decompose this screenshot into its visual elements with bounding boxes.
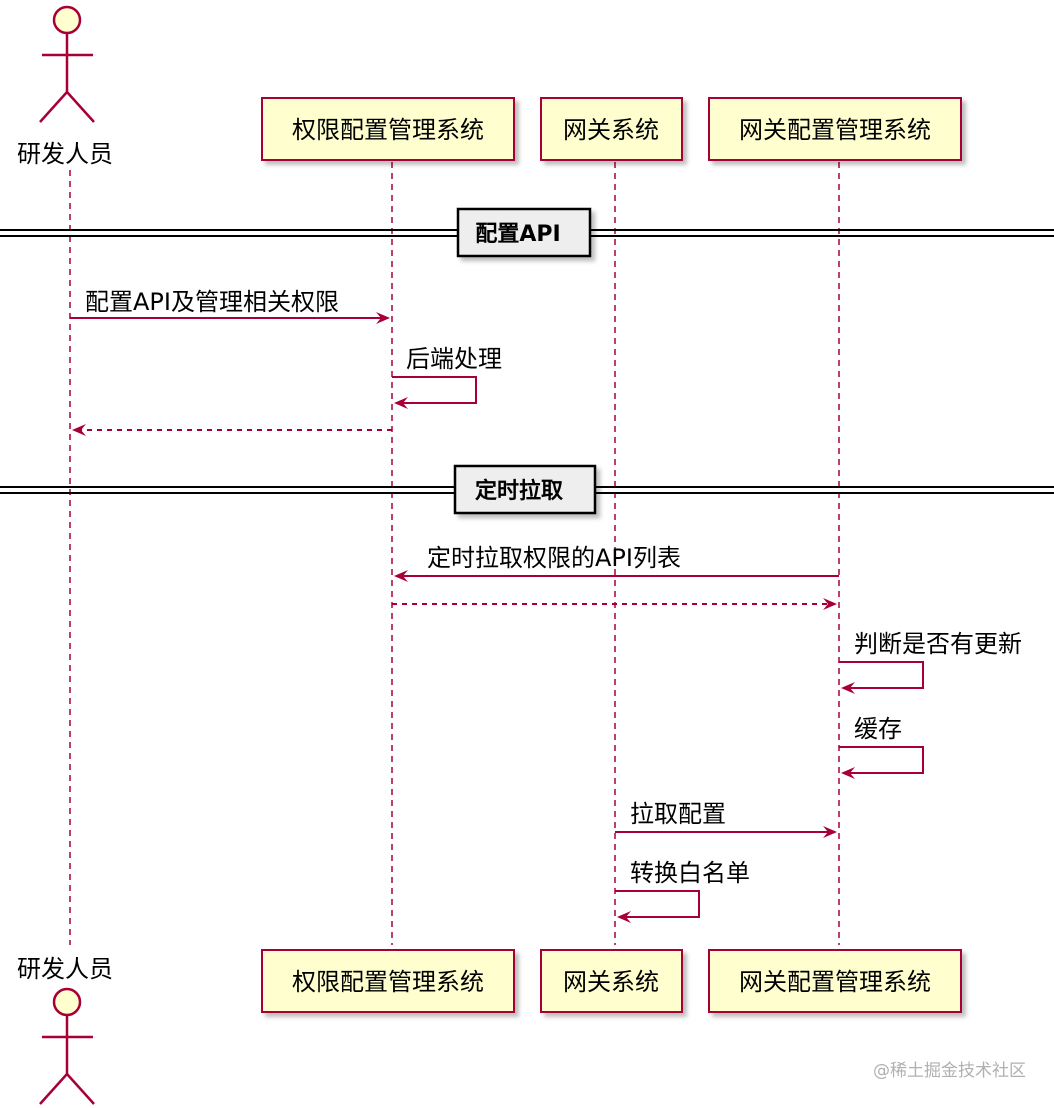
- participant-label: 网关配置管理系统: [739, 116, 931, 144]
- message-backend-processing: 后端处理: [392, 345, 502, 409]
- participant-label: 网关系统: [563, 968, 659, 996]
- watermark: @稀土掘金技术社区: [873, 1061, 1026, 1081]
- message-cache: 缓存: [839, 715, 924, 779]
- message-label: 后端处理: [406, 345, 502, 373]
- message-label: 转换白名单: [630, 859, 750, 887]
- message-label: 判断是否有更新: [854, 630, 1022, 658]
- participant-bottom-gateway: 网关系统: [540, 949, 683, 1013]
- participant-bottom-auth-config: 权限配置管理系统: [261, 949, 515, 1013]
- actor-head-icon: [52, 987, 82, 1017]
- participant-label: 权限配置管理系统: [292, 968, 484, 996]
- participant-label: 权限配置管理系统: [292, 116, 484, 144]
- section-title: 定时拉取: [475, 478, 563, 504]
- message-check-update: 判断是否有更新: [839, 630, 1022, 694]
- actor-bottom-label: 研发人员: [17, 955, 113, 983]
- participant-top-gateway-config: 网关配置管理系统: [708, 97, 962, 161]
- message-label: 拉取配置: [630, 800, 726, 828]
- message-label: 缓存: [854, 715, 902, 743]
- participant-label: 网关系统: [563, 116, 659, 144]
- section-divider-config-api: 配置API: [0, 207, 1054, 258]
- section-title: 配置API: [475, 222, 560, 247]
- message-label: 配置API及管理相关权限: [85, 288, 339, 316]
- participant-label: 网关配置管理系统: [739, 968, 931, 996]
- section-divider-scheduled-pull: 定时拉取: [0, 464, 1054, 515]
- message-pull-config: 拉取配置: [615, 800, 837, 838]
- participant-top-gateway: 网关系统: [540, 97, 683, 161]
- actor-top: 研发人员: [17, 5, 113, 168]
- actor-top-label: 研发人员: [17, 140, 113, 168]
- message-convert-whitelist: 转换白名单: [615, 859, 750, 923]
- message-label: 定时拉取权限的API列表: [427, 544, 681, 572]
- actor-bottom: 研发人员: [17, 955, 113, 1105]
- actor-head-icon: [52, 5, 82, 35]
- message-config-api: 配置API及管理相关权限: [70, 288, 390, 324]
- message-scheduled-pull-api-list: 定时拉取权限的API列表: [394, 544, 839, 582]
- participant-top-auth-config: 权限配置管理系统: [261, 97, 515, 161]
- participant-bottom-gateway-config: 网关配置管理系统: [708, 949, 962, 1013]
